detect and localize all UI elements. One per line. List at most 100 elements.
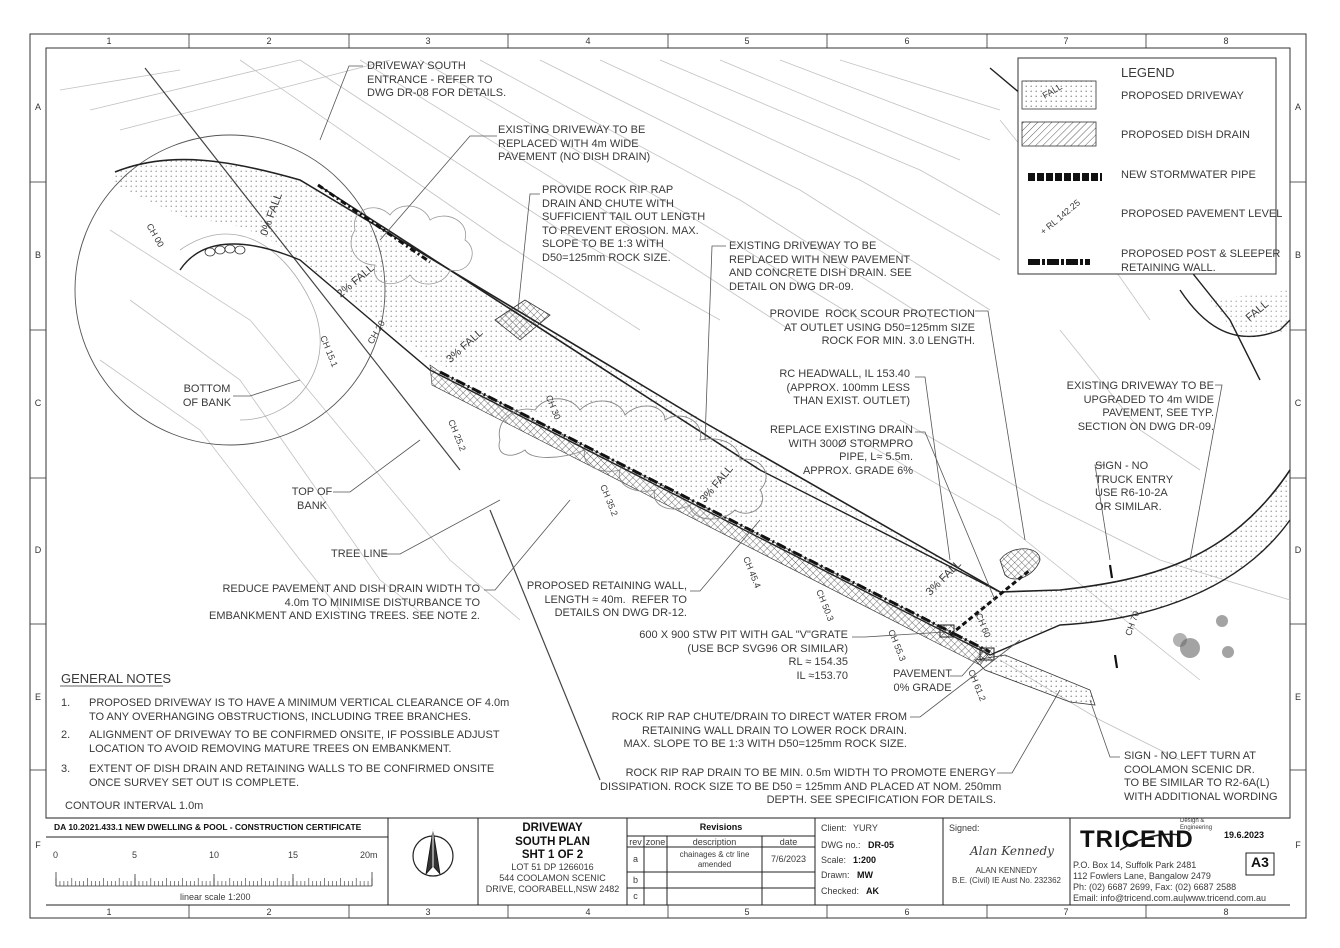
grid-col-label: 6 <box>904 907 910 917</box>
grid-row-label: A <box>34 102 41 112</box>
tree-line <box>498 398 767 520</box>
note-sign-left: SIGN - NO LEFT TURN AT COOLAMON SCENIC D… <box>1124 750 1278 803</box>
legend-item-retaining-wall: PROPOSED POST & SLEEPER RETAINING WALL. <box>1121 248 1281 274</box>
scale-caption: linear scale 1:200 <box>180 892 251 902</box>
note-chute: ROCK RIP RAP CHUTE/DRAIN TO DIRECT WATER… <box>611 711 907 750</box>
grid-row-label: D <box>1294 545 1302 555</box>
checked-value: AK <box>866 886 879 896</box>
sheet-size: A3 <box>1251 854 1269 870</box>
rev-header: zone <box>645 837 666 847</box>
grid-col-label: 2 <box>266 907 272 917</box>
grid-col-label: 8 <box>1223 36 1229 46</box>
note-bottom-bank: BOTTOM OF BANK <box>182 383 232 409</box>
grid-row-label: C <box>1294 398 1302 408</box>
note-upgraded: EXISTING DRIVEWAY TO BE UPGRADED TO 4m W… <box>1066 380 1214 433</box>
signature: Alan Kennedy <box>970 844 1054 858</box>
contour-lines <box>59 59 1291 761</box>
note-sign-truck: SIGN - NO TRUCK ENTRY USE R6-10-2A OR SI… <box>1095 460 1174 513</box>
grid-row-label: E <box>1294 692 1301 702</box>
issue-date: 19.6.2023 <box>1224 830 1265 840</box>
boundary-line <box>144 67 461 471</box>
grid-col-label: 5 <box>744 36 750 46</box>
dwg-label: DWG no.: <box>821 840 861 850</box>
proposed-driveway <box>115 159 1290 650</box>
grid-col-label: 1 <box>106 907 112 917</box>
legend-item-dish-drain: PROPOSED DISH DRAIN <box>1121 129 1250 141</box>
grid-row-label: E <box>34 692 41 702</box>
stormwater-pipe <box>949 568 1031 637</box>
rev-cell: chainages & ctr line amended <box>679 850 750 869</box>
checked-label: Checked: <box>821 886 860 896</box>
site-address: LOT 51 DP 1266016 544 COOLAMON SCENIC DR… <box>485 862 620 894</box>
legend-item-pavement-level: PROPOSED PAVEMENT LEVEL <box>1121 208 1283 220</box>
grid-col-label: 7 <box>1063 36 1069 46</box>
grid-row-label: A <box>1294 102 1301 112</box>
leader-lines <box>233 65 1223 774</box>
general-note-1: PROPOSED DRIVEWAY IS TO HAVE A MINIMUM V… <box>89 697 510 723</box>
grid-col-label: 1 <box>106 36 112 46</box>
scale-tick-label: 5 <box>132 850 138 860</box>
note-existing-dish: EXISTING DRIVEWAY TO BE REPLACED WITH NE… <box>729 240 912 293</box>
company-tagline: Design & Engineering <box>1180 818 1213 831</box>
note-headwall: RC HEADWALL, IL 153.40 (APPROX. 100mm LE… <box>779 368 910 407</box>
grid-row-label: D <box>34 545 42 555</box>
grid-col-label: 8 <box>1223 907 1229 917</box>
general-note-number: 1. <box>61 697 71 709</box>
rock-rip-rap-drain <box>974 654 1096 706</box>
grid-col-label: 3 <box>425 36 431 46</box>
rev-cell: c <box>633 891 638 901</box>
grid-col-label: 7 <box>1063 907 1069 917</box>
scale-tick-label: 15 <box>288 850 299 860</box>
signed-label: Signed: <box>949 823 980 833</box>
note-tree-line: TREE LINE <box>331 548 388 560</box>
company-contact: P.O. Box 14, Suffolk Park 2481 112 Fowle… <box>1073 860 1267 903</box>
legend-item-stormwater: NEW STORMWATER PIPE <box>1121 169 1256 181</box>
da-reference: DA 10.2021.433.1 NEW DWELLING & POOL - C… <box>54 822 362 832</box>
grid-row-label: C <box>34 398 42 408</box>
note-rock-rip-rap: PROVIDE ROCK RIP RAP DRAIN AND CHUTE WIT… <box>542 184 706 264</box>
rev-cell: 7/6/2023 <box>770 854 807 864</box>
general-note-3: EXTENT OF DISH DRAIN AND RETAINING WALLS… <box>89 763 495 789</box>
grid-col-label: 5 <box>744 907 750 917</box>
grid-col-label: 2 <box>266 36 272 46</box>
grid-row-label: B <box>34 250 41 260</box>
general-notes-title: GENERAL NOTES <box>61 671 172 686</box>
grid-col-label: 4 <box>585 36 591 46</box>
note-south-entrance: DRIVEWAY SOUTH ENTRANCE - REFER TO DWG D… <box>367 60 507 99</box>
rev-header: rev <box>629 837 642 847</box>
contour-interval: CONTOUR INTERVAL 1.0m <box>65 800 204 812</box>
note-replace-drain: REPLACE EXISTING DRAIN WITH 300Ø STORMPR… <box>769 424 913 477</box>
logo-swoosh <box>1119 833 1181 851</box>
proposed-dish-drain <box>429 364 991 666</box>
note-rip-rap-min: ROCK RIP RAP DRAIN TO BE MIN. 0.5m WIDTH… <box>600 767 1002 806</box>
grid-row-label: F <box>1295 840 1301 850</box>
revisions-title: Revisions <box>699 822 743 832</box>
scale-tick-label: 20m <box>360 850 378 860</box>
rev-cell: a <box>632 854 638 864</box>
legend-item-driveway: PROPOSED DRIVEWAY <box>1121 90 1244 102</box>
note-pavement-grade: PAVEMENT 0% GRADE <box>893 668 952 694</box>
general-note-2: ALIGNMENT OF DRIVEWAY TO BE CONFIRMED ON… <box>89 729 500 755</box>
rev-header: date <box>779 837 798 847</box>
note-existing-replaced: EXISTING DRIVEWAY TO BE REPLACED WITH 4m… <box>498 124 651 163</box>
note-top-bank: TOP OF BANK <box>291 486 333 512</box>
scale-tick-label: 10 <box>209 850 220 860</box>
grid-row-label: F <box>35 840 41 850</box>
grid-col-label: 6 <box>904 36 910 46</box>
grid-ticks <box>30 34 1306 918</box>
shrubs <box>1173 615 1234 658</box>
dwg-value: DR-05 <box>868 840 895 850</box>
drawn-value: MW <box>857 870 873 880</box>
company-logo: TRICEND <box>1080 826 1194 853</box>
scale-value: 1:200 <box>853 855 877 865</box>
note-retaining: PROPOSED RETAINING WALL, LENGTH ≈ 40m. R… <box>526 580 687 619</box>
legend-title: LEGEND <box>1121 65 1175 80</box>
grid-col-label: 3 <box>425 907 431 917</box>
rip-rap-chute <box>494 299 551 341</box>
rev-header: description <box>692 837 737 847</box>
scale-minor-ticks <box>55 878 373 886</box>
note-pit: 600 X 900 STW PIT WITH GAL "V"GRATE (USE… <box>639 629 848 682</box>
grid-col-label: 4 <box>585 907 591 917</box>
north-arrow-icon <box>412 829 454 877</box>
